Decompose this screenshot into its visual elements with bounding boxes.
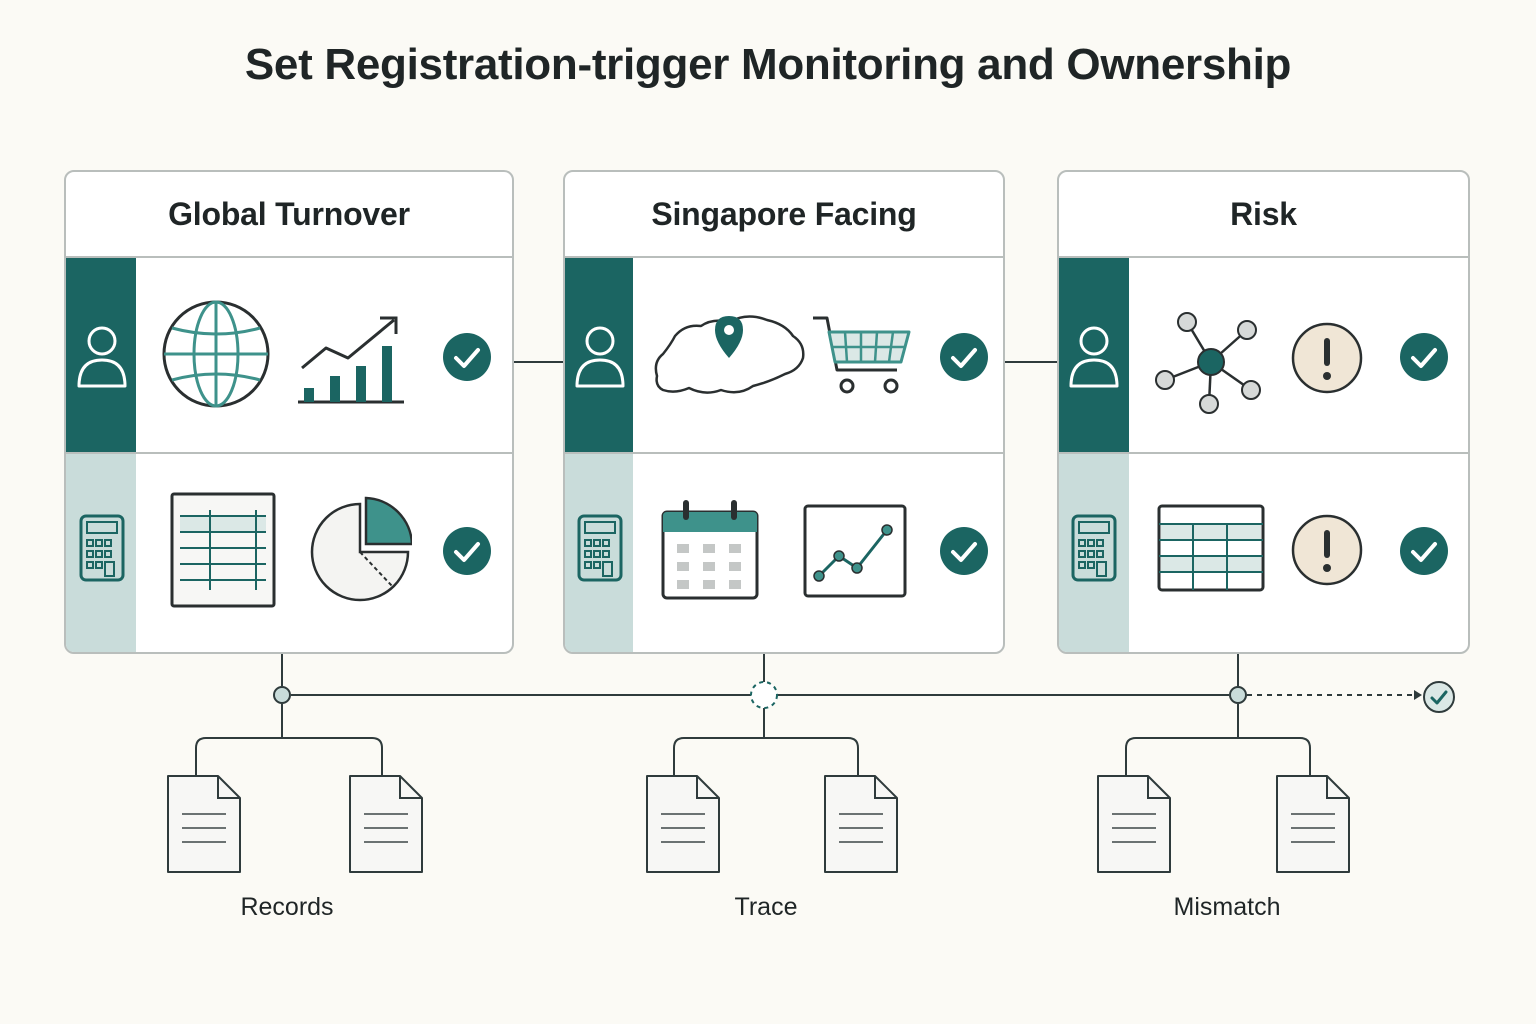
calc-band [565,454,633,652]
check-circle-icon [1400,333,1448,381]
document-icon [349,775,423,873]
check-circle-icon [443,527,491,575]
junction-node [1229,686,1247,704]
panel-row-calculation [1059,454,1468,652]
calendar-icon [661,500,759,600]
panel-row-calculation [66,454,512,652]
globe-icon [162,300,270,408]
network-nodes-icon [1155,312,1261,414]
calculator-icon [577,514,623,582]
trend-chart-icon [803,504,907,598]
check-circle-icon [940,333,988,381]
document-icon [1276,775,1350,873]
calculator-icon [1071,514,1117,582]
page-title: Set Registration-trigger Monitoring and … [244,40,1292,89]
document-icon [1097,775,1171,873]
junction-node-pending [750,681,778,709]
panel-row-ownership [1059,258,1468,454]
junction-node [273,686,291,704]
ledger-table-icon [170,492,276,608]
panel-header: Global Turnover [66,172,512,258]
document-icon [646,775,720,873]
owner-band [1059,258,1129,452]
document-icon [824,775,898,873]
warning-icon [1291,322,1363,394]
panel-singapore-facing: Singapore Facing [563,170,1005,654]
panel-global-turnover: Global Turnover [64,170,514,654]
warning-icon [1291,514,1363,586]
document-icon [167,775,241,873]
user-icon [575,326,625,388]
panel-risk: Risk [1057,170,1470,654]
branch-label-trace: Trace [734,893,798,921]
panel-row-ownership [565,258,1003,454]
singapore-map-pin-icon [654,315,805,394]
user-icon [1069,326,1119,388]
arrow-head [1414,690,1422,700]
user-icon [77,326,127,388]
data-grid-icon [1157,504,1265,592]
panel-row-calculation [565,454,1003,652]
calc-band [1059,454,1129,652]
panel-header: Risk [1059,172,1468,258]
owner-band [565,258,633,452]
growth-chart-icon [298,316,404,404]
check-circle-icon [940,527,988,575]
pie-chart-icon [310,496,412,602]
calculator-icon [79,514,125,582]
branch-label-mismatch: Mismatch [1173,893,1281,921]
check-circle-icon [1400,527,1448,575]
check-circle-icon [443,333,491,381]
panel-header: Singapore Facing [565,172,1003,258]
branch-label-records: Records [240,893,334,921]
panel-row-ownership [66,258,512,454]
shopping-cart-icon [813,316,911,394]
check-circle-icon [1423,681,1455,713]
calc-band [66,454,136,652]
owner-band [66,258,136,452]
